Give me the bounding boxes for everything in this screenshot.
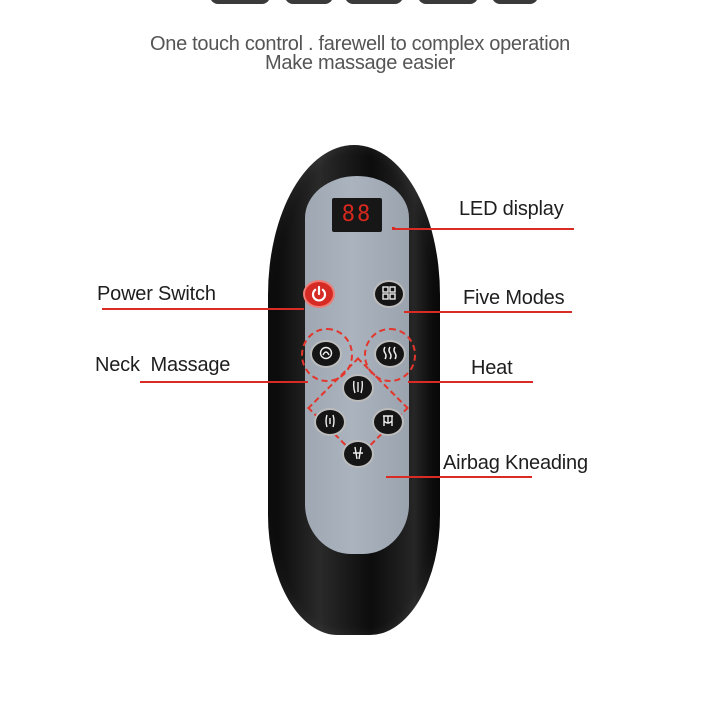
modes-button[interactable] bbox=[373, 280, 405, 308]
five-modes-label: Five Modes bbox=[463, 287, 565, 309]
hip-airbag-button[interactable] bbox=[372, 408, 404, 436]
power-icon bbox=[311, 285, 327, 302]
back-icon bbox=[352, 380, 364, 394]
heat-leader bbox=[408, 381, 533, 383]
neck-button[interactable] bbox=[310, 340, 342, 368]
neck-button-ring bbox=[301, 328, 353, 382]
power-switch-leader bbox=[102, 308, 304, 310]
waist-icon bbox=[325, 414, 335, 428]
neck-massage-label: Neck Massage bbox=[95, 354, 231, 376]
calf-airbag-button[interactable] bbox=[342, 440, 374, 468]
five-modes-leader bbox=[404, 311, 572, 313]
power-button[interactable] bbox=[303, 280, 335, 308]
neck-icon bbox=[319, 346, 333, 360]
neck-massage-leader bbox=[140, 381, 308, 383]
headline-line-1: One touch control . farewell to complex … bbox=[150, 33, 570, 55]
calf-icon bbox=[353, 446, 363, 460]
airbag-kneading-leader bbox=[386, 476, 532, 478]
heat-button[interactable] bbox=[374, 340, 406, 368]
heat-button-ring bbox=[364, 328, 416, 382]
back-airbag-button[interactable] bbox=[342, 374, 374, 402]
led-digits: 88 bbox=[341, 202, 373, 227]
hip-icon bbox=[383, 415, 393, 426]
headline-line-2: Make massage easier bbox=[265, 52, 455, 74]
waist-airbag-button[interactable] bbox=[314, 408, 346, 436]
power-switch-label: Power Switch bbox=[97, 283, 216, 305]
airbag-kneading-label: Airbag Kneading bbox=[443, 452, 588, 474]
led-display-leader bbox=[394, 228, 574, 230]
grid-icon bbox=[382, 286, 396, 300]
heat-waves-icon bbox=[383, 346, 397, 360]
led-screen bbox=[332, 198, 382, 232]
led-display-label: LED display bbox=[459, 198, 564, 220]
heat-label: Heat bbox=[471, 357, 513, 379]
led-display-leader-end bbox=[392, 227, 395, 230]
cropped-heading bbox=[0, 0, 720, 6]
